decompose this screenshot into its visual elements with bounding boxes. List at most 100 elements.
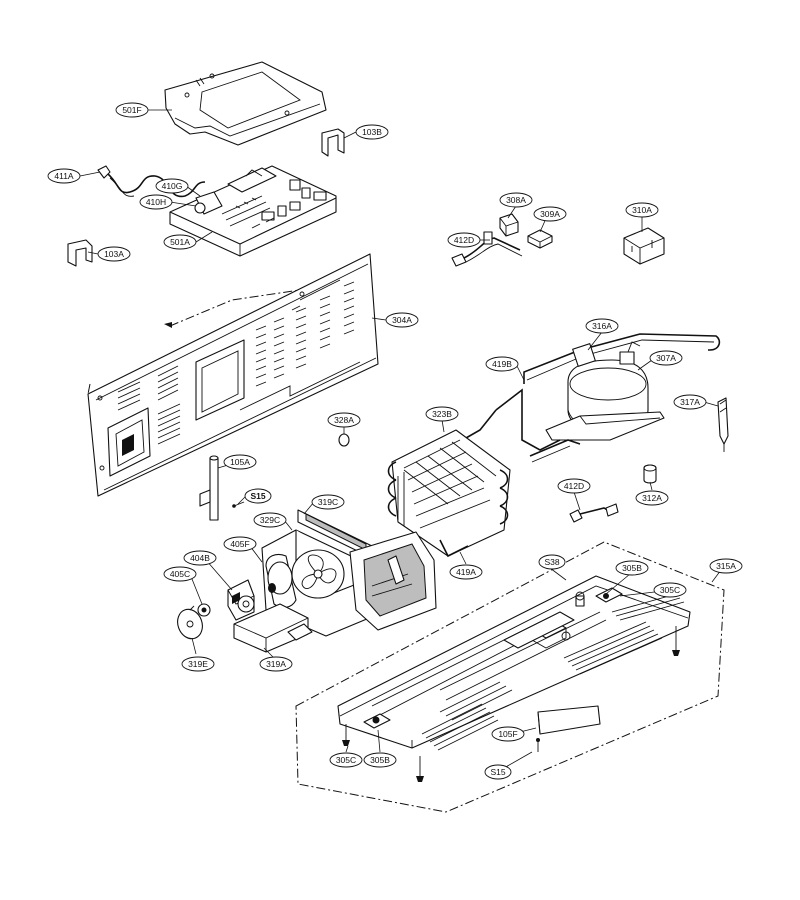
callout-308a-text: 308A (506, 195, 526, 205)
callout-501a-text: 501A (170, 237, 190, 247)
callout-501f-text: 501F (122, 105, 141, 115)
callout-s15-top-text: S15 (250, 491, 265, 501)
callout-103b: 103B (355, 124, 389, 140)
callout-s15-top: S15 (244, 488, 272, 504)
callout-412d-top: 412D (447, 232, 481, 248)
callout-329c-text: 329C (260, 515, 280, 525)
sleeve-312a (643, 464, 657, 484)
callout-105a-text: 105A (230, 457, 250, 467)
callout-319e: 319E (181, 656, 215, 672)
refrigerant-piping (465, 333, 721, 463)
relay-308a (499, 213, 519, 237)
callout-319a-text: 319A (266, 659, 286, 669)
callout-412d-top-text: 412D (454, 235, 474, 245)
leader-lines (79, 109, 725, 769)
callout-317a: 317A (673, 394, 707, 410)
callout-405f: 405F (223, 536, 257, 552)
power-cord-411a (97, 165, 206, 198)
callout-405f-text: 405F (230, 539, 249, 549)
callout-s38-text: S38 (544, 557, 559, 567)
clip-103a (67, 239, 93, 267)
callout-316a: 316A (585, 318, 619, 334)
callout-404b: 404B (183, 550, 217, 566)
callout-412d-mid-text: 412D (564, 481, 584, 491)
callout-315a-text: 315A (716, 561, 736, 571)
callout-305b-right-text: 305B (622, 563, 642, 573)
callout-410g: 410G (155, 178, 189, 194)
callout-105a: 105A (223, 454, 257, 470)
callout-405c-text: 405C (170, 569, 190, 579)
callout-319a: 319A (259, 656, 293, 672)
callout-305b-left: 305B (363, 752, 397, 768)
screw-s15-top (232, 501, 245, 508)
condenser-323b (387, 429, 511, 558)
callout-105f: 105F (491, 726, 525, 742)
callout-319e-text: 319E (188, 659, 208, 669)
callout-s15-bottom-text: S15 (490, 767, 505, 777)
motor-405f (237, 595, 255, 613)
callout-319c: 319C (311, 494, 345, 510)
callout-323b: 323B (425, 406, 459, 422)
callout-319c-text: 319C (318, 497, 338, 507)
callout-305c-left-text: 305C (336, 755, 356, 765)
callout-328a: 328A (327, 412, 361, 428)
grommet-405c (197, 603, 211, 617)
callout-305c-left: 305C (329, 752, 363, 768)
fan-housing-319a (233, 529, 437, 653)
callout-323b-text: 323B (432, 409, 452, 419)
callout-411a: 411A (47, 168, 81, 184)
grommet-328a (338, 433, 350, 447)
drain-pan-105f (537, 705, 601, 735)
top-cover-501f (164, 61, 327, 146)
callout-s15-bottom: S15 (484, 764, 512, 780)
control-box-501a (169, 165, 337, 257)
callout-328a-text: 328A (334, 415, 354, 425)
callout-316a-text: 316A (592, 321, 612, 331)
clip-103b (321, 128, 345, 157)
callout-309a: 309A (533, 206, 567, 222)
callout-310a: 310A (625, 202, 659, 218)
drier-317a (717, 397, 729, 452)
callout-501f: 501F (115, 102, 149, 118)
callout-305b-left-text: 305B (370, 755, 390, 765)
callout-312a: 312A (635, 490, 669, 506)
callout-411a-text: 411A (54, 171, 74, 181)
harness-412d-top (451, 231, 523, 267)
drain-pipe-105a (199, 455, 219, 521)
callout-312a-text: 312A (642, 493, 662, 503)
callout-305c-right: 305C (653, 582, 687, 598)
callout-501a: 501A (163, 234, 197, 250)
callout-419b: 419B (485, 356, 519, 372)
olp-309a (527, 229, 553, 249)
callout-404b-text: 404B (190, 553, 210, 563)
rear-panel-304a (87, 253, 379, 497)
callout-410h-text: 410H (146, 197, 166, 207)
callout-410g-text: 410G (162, 181, 183, 191)
callout-103a-text: 103A (104, 249, 124, 259)
screw-305c-right (672, 626, 680, 656)
harness-412d-mid (569, 503, 619, 523)
callout-419a-text: 419A (456, 567, 476, 577)
cover-310a (623, 227, 665, 265)
callout-307a: 307A (649, 350, 683, 366)
callout-310a-text: 310A (632, 205, 652, 215)
callout-305c-right-text: 305C (660, 585, 680, 595)
callout-419b-text: 419B (492, 359, 512, 369)
callout-329c: 329C (253, 512, 287, 528)
callout-405c: 405C (163, 566, 197, 582)
callout-s38: S38 (538, 554, 566, 570)
callout-419a: 419A (449, 564, 483, 580)
callout-309a-text: 309A (540, 209, 560, 219)
callout-315a: 315A (709, 558, 743, 574)
callout-304a: 304A (385, 312, 419, 328)
callout-103a: 103A (97, 246, 131, 262)
callout-105f-text: 105F (498, 729, 517, 739)
callout-308a: 308A (499, 192, 533, 208)
callout-410h: 410H (139, 194, 173, 210)
callout-304a-text: 304A (392, 315, 412, 325)
callout-305b-right: 305B (615, 560, 649, 576)
cover-319e (177, 605, 203, 640)
callout-307a-text: 307A (656, 353, 676, 363)
